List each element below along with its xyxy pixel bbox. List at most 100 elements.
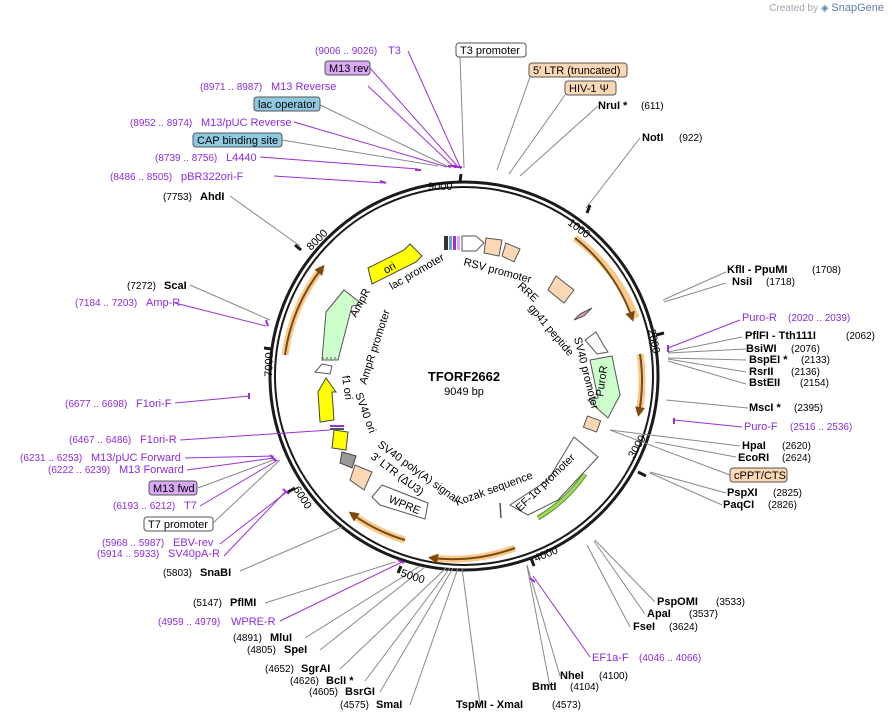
ori-arrow [367,243,423,285]
tick-label: 7000 [263,352,276,377]
enzyme-name: SpeI [284,644,307,656]
enzyme-name: BspEI * [749,354,788,366]
enzyme-name: TspMI - XmaI [456,699,523,711]
enzyme-name: PflMI [230,597,256,609]
primer-name: M13/pUC Reverse [201,117,291,129]
hiv-psi-text: HIV-1 Ψ [569,83,609,95]
orf-arrow [574,237,635,322]
m13-rev-text: M13 rev [329,63,369,75]
rre-feature [547,275,575,304]
rre-label: RRE [515,280,540,304]
feature-stripe [444,236,448,250]
primer-pos: (2020 .. 2039) [788,313,850,324]
enzyme-name: SgrAI [301,663,330,675]
ltr5-feature [483,237,503,257]
primer-markers [248,165,675,583]
enzyme-pos: (922) [679,133,702,144]
enzyme-name: HpaI [742,440,766,452]
enzyme-pos: (2062) [846,331,875,342]
primer-name: EF1a-F [592,652,629,664]
backbone-inner [274,186,654,566]
tick-label: 4000 [533,544,560,564]
enzyme-pos: (4805) [247,645,276,656]
enzyme-labels: NruI * (611) NotI (922) KflI - PpuMI (17… [127,100,875,711]
primer-name: F1ori-F [136,398,172,410]
snapgene-branding: Created by ◈ SnapGene [769,2,884,14]
primer-name: EBV-rev [173,537,214,549]
primer-pos: (8739 .. 8756) [155,153,217,164]
cap-site-box [192,132,283,148]
enzyme-pos: (2624) [782,453,811,464]
primer-name: M13/pUC Forward [91,452,181,464]
wpre-feature [371,484,429,520]
t3-promoter-text: T3 promoter [460,45,520,57]
hiv-psi-box [564,80,617,96]
primer-pos: (8952 .. 8974) [130,118,192,129]
cppt-feature [582,415,602,433]
enzyme-name: BmtI [532,681,556,693]
enzyme-pos: (7272) [127,281,156,292]
sv40-promoter-arrow [584,331,609,355]
t7-promoter-text: T7 promoter [148,519,208,531]
plasmid-size: 9049 bp [444,386,484,398]
enzyme-pos: (5803) [163,568,192,579]
t7-promoter-box [143,516,214,532]
lac-operator-text: lac operator [258,99,316,111]
tick-label: 2000 [645,328,662,354]
enzyme-pos: (7753) [163,192,192,203]
enzyme-pos: (4891) [233,633,262,644]
plasmid-name: TFORF2662 [428,369,500,384]
snapgene-brand-text: SnapGene [831,2,884,14]
enzyme-pos: (4652) [265,664,294,675]
primer-pos: (6677 .. 6698) [65,399,127,410]
ef1a-promoter-arrow [509,436,599,516]
enzyme-name: BstEII [749,377,780,389]
ampr-promoter-label: AmpR promoter [357,308,393,386]
enzyme-pos: (3537) [689,609,718,620]
f1-ori-label: f1 ori [339,375,354,401]
orf-arrow [428,547,516,564]
enzyme-name: PflFI - Tth111I [745,330,816,342]
primer-name: M13 Forward [119,464,184,476]
enzyme-name: NsiI [732,276,752,288]
primer-pos: (5914 .. 5933) [97,549,159,560]
tick-marks [263,173,665,574]
primer-pos: (7184 .. 7203) [75,298,137,309]
orf-arrow [349,511,407,544]
enzyme-name: NruI * [598,100,628,112]
label-connectors [174,50,749,706]
sv40-ori-feature [331,429,349,451]
boxed-labels: T3 promoter M13 rev lac operator CAP bin… [143,42,788,532]
gp41-label: gp41 peptide [526,302,576,358]
gp41-feature [573,307,593,321]
m13-fwd-box [148,480,198,496]
enzyme-pos: (4573) [552,700,581,711]
enzyme-name: MluI [270,632,292,644]
primer-name: SV40pA-R [168,548,220,560]
primer-name: T7 [184,500,197,512]
cppt-box [729,467,788,483]
primer-pos: (8971 .. 8987) [200,82,262,93]
puror-arrow [586,355,621,419]
enzyme-name: NheI [560,670,584,682]
enzyme-name: KflI - PpuMI [727,264,788,276]
enzyme-name: EcoRI [738,452,769,464]
enzyme-name: FseI [633,621,655,633]
cap-site-text: CAP binding site [197,135,278,147]
enzyme-name: PaqCI [723,499,754,511]
enzyme-pos: (611) [641,101,664,112]
primer-pos: (6193 .. 6212) [113,501,175,512]
primer-name: Puro-R [742,312,777,324]
snapgene-logo-icon: ◈ [820,3,829,14]
orf-arrow [284,264,325,356]
enzyme-pos: (4100) [599,671,628,682]
enzyme-pos: (2133) [801,355,830,366]
orf-arrow [281,265,325,356]
primer-pos: (6467 .. 6486) [69,435,131,446]
enzyme-pos: (4575) [340,700,369,711]
orf-arrow [635,353,646,417]
m13-rev-box [324,60,371,76]
feature-stripe [330,425,344,427]
orf-arrow [348,511,406,541]
